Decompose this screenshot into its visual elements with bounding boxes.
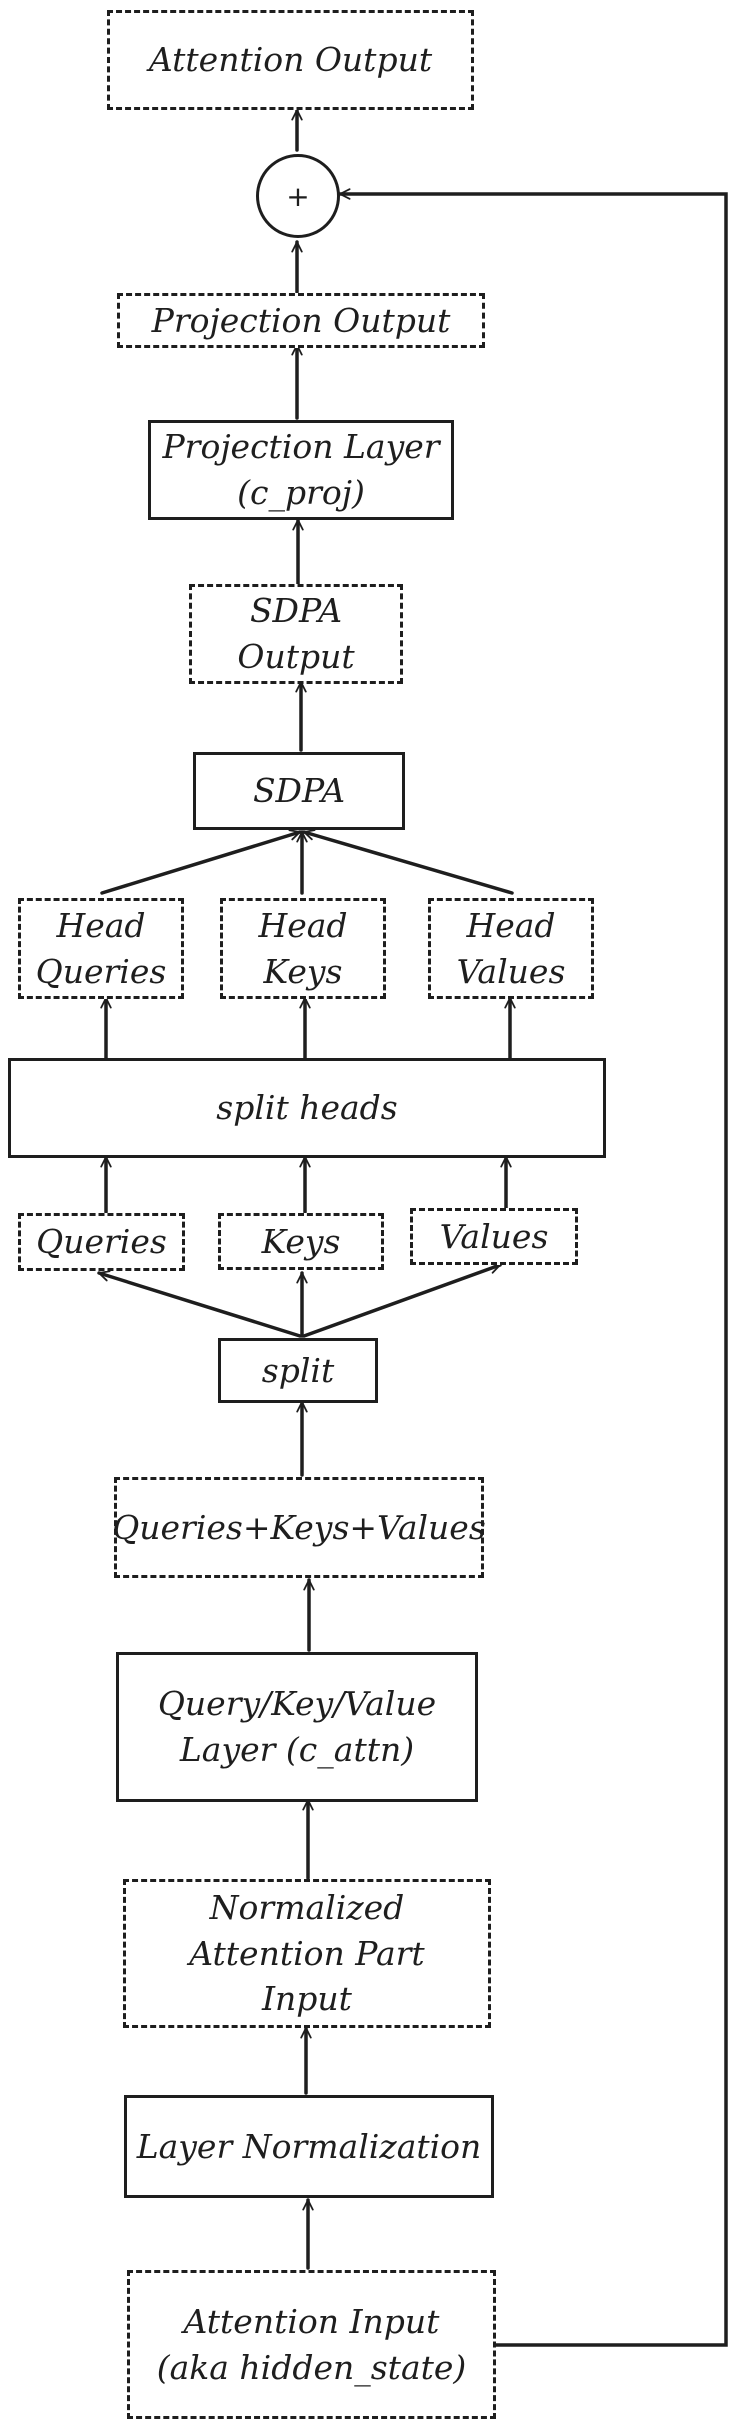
edge-head-values-to-sdpa bbox=[302, 829, 514, 895]
node-layer-normalization: Layer Normalization bbox=[124, 2095, 494, 2198]
node-sdpa-output: SDPA Output bbox=[189, 584, 403, 684]
node-values: Values bbox=[410, 1208, 578, 1265]
node-split: split bbox=[218, 1338, 378, 1403]
node-add-operator: + bbox=[256, 154, 340, 238]
node-sdpa: SDPA bbox=[193, 752, 405, 830]
edge-head-queries-to-sdpa bbox=[100, 829, 302, 895]
node-normalized-attention-input: Normalized Attention Part Input bbox=[123, 1879, 491, 2028]
node-queries: Queries bbox=[18, 1213, 185, 1271]
node-projection-layer: Projection Layer (c_proj) bbox=[148, 420, 454, 520]
node-attention-input: Attention Input (aka hidden_state) bbox=[127, 2270, 496, 2419]
edge-split-to-values bbox=[302, 1262, 502, 1338]
edge-residual-connection bbox=[338, 188, 728, 2347]
node-qkv-layer: Query/Key/Value Layer (c_attn) bbox=[116, 1652, 478, 1802]
edge-split-to-queries bbox=[97, 1270, 302, 1338]
node-projection-output: Projection Output bbox=[117, 293, 485, 348]
node-head-queries: Head Queries bbox=[18, 898, 184, 999]
node-head-keys: Head Keys bbox=[220, 898, 386, 999]
node-keys: Keys bbox=[218, 1213, 384, 1270]
node-head-values: Head Values bbox=[428, 898, 594, 999]
node-queries-keys-values: Queries+Keys+Values bbox=[112, 1477, 486, 1578]
node-split-heads: split heads bbox=[8, 1058, 606, 1158]
node-attention-output: Attention Output bbox=[107, 10, 474, 110]
